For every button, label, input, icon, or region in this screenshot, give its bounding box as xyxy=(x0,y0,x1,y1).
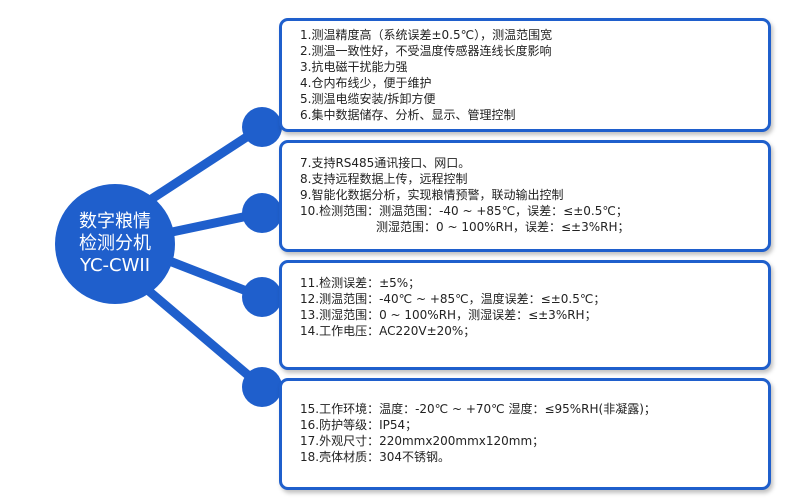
branch-node-4 xyxy=(242,367,282,407)
branch-node-3 xyxy=(242,277,282,317)
feature-item: 7.支持RS485通讯接口、网口。 xyxy=(300,156,471,170)
feature-item: 8.支持远程数据上传，远程控制 xyxy=(300,172,468,186)
feature-item: 5.测温电缆安装/拆卸方便 xyxy=(300,92,436,106)
feature-panel-1: 1.测温精度高（系统误差±0.5℃），测温范围宽 2.测温一致性好，不受温度传感… xyxy=(279,18,771,132)
feature-item: 3.抗电磁干扰能力强 xyxy=(300,60,408,74)
hub-line-1: 数字粮情 xyxy=(79,211,151,232)
feature-item: 6.集中数据储存、分析、显示、管理控制 xyxy=(300,108,516,122)
spec-item: 12.测温范围：-40℃ ~ +85℃，温度误差：≤±0.5℃； xyxy=(300,292,606,306)
spec-item: 14.工作电压：AC220V±20%； xyxy=(300,324,476,338)
feature-item: 2.测温一致性好，不受温度传感器连线长度影响 xyxy=(300,44,552,58)
branch-node-2 xyxy=(242,193,282,233)
spec-item: 16.防护等级：IP54； xyxy=(300,418,418,432)
feature-item: 10.检测范围：测温范围：-40 ~ +85℃，误差：≤±0.5℃； xyxy=(300,204,628,218)
feature-item: 测湿范围：0 ~ 100%RH，误差：≤±3%RH； xyxy=(376,220,630,234)
spec-panel-4: 15.工作环境：温度：-20℃ ~ +70℃ 湿度：≤95%RH(非凝露)； 1… xyxy=(279,378,771,490)
hub-line-3: YC-CWII xyxy=(79,255,151,276)
connector-4 xyxy=(145,287,267,392)
spec-item: 18.壳体材质：304不锈钢。 xyxy=(300,450,450,464)
spec-item: 15.工作环境：温度：-20℃ ~ +70℃ 湿度：≤95%RH(非凝露)； xyxy=(300,402,656,416)
hub-line-2: 检测分机 xyxy=(79,233,151,254)
center-hub: 数字粮情 检测分机 YC-CWII xyxy=(55,184,175,304)
feature-item: 9.智能化数据分析，实现粮情预警，联动输出控制 xyxy=(300,188,564,202)
spec-item: 13.测湿范围：0 ~ 100%RH，测湿误差：≤±3%RH； xyxy=(300,308,597,322)
connector-1 xyxy=(145,122,267,205)
spec-item: 11.检测误差：±5%； xyxy=(300,276,421,290)
spec-panel-3: 11.检测误差：±5%； 12.测温范围：-40℃ ~ +85℃，温度误差：≤±… xyxy=(279,260,771,370)
feature-item: 1.测温精度高（系统误差±0.5℃），测温范围宽 xyxy=(300,28,553,42)
feature-item: 4.仓内布线少，便于维护 xyxy=(300,76,432,90)
branch-node-1 xyxy=(242,107,282,147)
feature-panel-2: 7.支持RS485通讯接口、网口。 8.支持远程数据上传，远程控制 9.智能化数… xyxy=(279,140,771,252)
spec-item: 17.外观尺寸：220mmx200mmx120mm； xyxy=(300,434,545,448)
